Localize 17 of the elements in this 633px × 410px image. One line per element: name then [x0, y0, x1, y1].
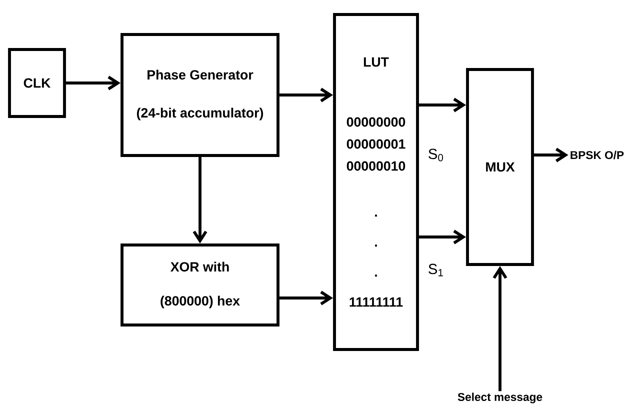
block-box: MUX [466, 68, 534, 266]
block-box: CLK [8, 48, 66, 118]
arrow [418, 98, 466, 112]
block-box: XOR with (800000) hex [120, 244, 280, 326]
arrow [534, 148, 568, 162]
arrow [418, 230, 466, 244]
arrow [192, 156, 208, 244]
edge-label: S$_{0}$ [426, 147, 446, 163]
input-label: Select message [458, 392, 542, 404]
arrow [279, 88, 334, 102]
block-box: Phase Generator (24-bit accumulator) [120, 33, 280, 157]
arrow [279, 290, 334, 306]
edge-label: S$_{1}$ [426, 262, 446, 278]
arrow [66, 76, 121, 90]
block-box: LUT 00000000 00000001 00000010 . . . 11111111 [333, 13, 419, 351]
arrow [492, 266, 508, 392]
output-label: BPSK O/P [570, 150, 624, 160]
